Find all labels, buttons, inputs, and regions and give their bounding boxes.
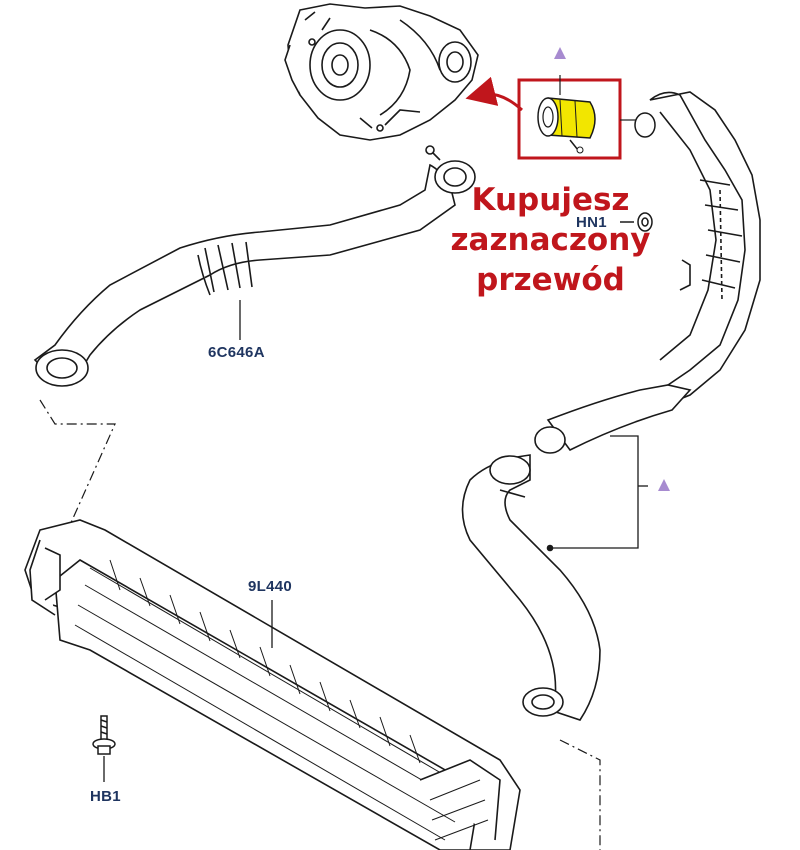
part-label-nut: HN1 (576, 214, 607, 231)
bracket-leader (552, 435, 648, 549)
lower-hose (461, 384, 692, 721)
hose-6c646a (33, 145, 476, 387)
part-label-bolt: HB1 (90, 788, 121, 805)
callout-line: przewód (476, 262, 625, 298)
triangle-marker (658, 479, 670, 491)
purchase-callout: Kupujesz zaznaczony przewód (443, 180, 658, 300)
nut-hn1 (620, 212, 653, 232)
highlight-box (517, 78, 622, 160)
callout-line: zaznaczony (450, 222, 651, 258)
air-duct (637, 91, 761, 406)
triangle-marker (554, 47, 566, 59)
bolt-hb1 (92, 715, 116, 755)
part-label-hose: 6C646A (208, 344, 265, 361)
turbocharger (284, 3, 479, 141)
highlighted-hose-part (537, 75, 596, 154)
connector-line (39, 399, 116, 526)
callout-line: Kupujesz (471, 182, 630, 218)
pointer-arrow (465, 76, 524, 112)
part-label-intercooler: 9L440 (248, 578, 293, 595)
intercooler-9l440 (24, 519, 521, 850)
connector-line (559, 739, 601, 850)
